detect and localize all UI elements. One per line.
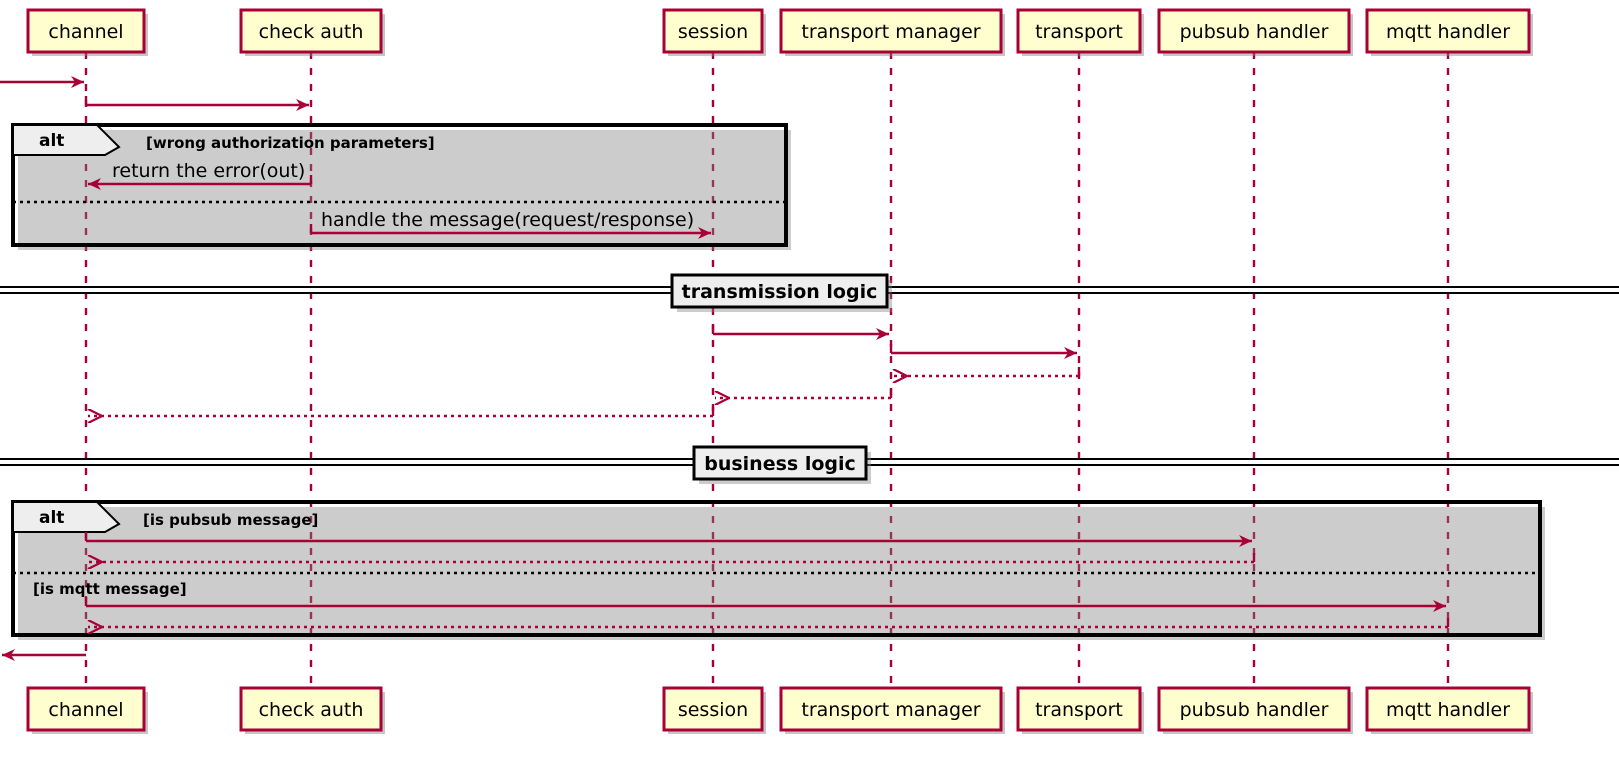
message-m7[interactable] [893, 367, 1081, 376]
participant-box[interactable] [26, 8, 146, 54]
divider-transmission-logic: transmission logic [0, 273, 1619, 312]
participant-label: pubsub handler [1180, 699, 1329, 721]
participant-box[interactable] [1365, 8, 1531, 54]
participant-box[interactable] [239, 8, 383, 54]
participant-bottom-pubsub-handler[interactable]: pubsub handler [1157, 686, 1353, 734]
message-m2[interactable] [84, 96, 309, 111]
participant-box[interactable] [662, 8, 764, 54]
fragment-border [11, 500, 1542, 637]
fragment-border [11, 123, 788, 247]
divider-business-logic: business logic [0, 445, 1619, 484]
fragment-alt-authorization: alt [wrong authorization parameters] [11, 123, 791, 250]
participant-box[interactable] [662, 686, 764, 732]
message-m10[interactable] [84, 532, 1252, 547]
participant-box[interactable] [26, 686, 146, 732]
fragment-shadow [18, 130, 791, 250]
divider-box [670, 273, 889, 309]
participant-label: session [678, 21, 748, 43]
participants-bottom-group: channel check auth session transport manage… [26, 686, 1533, 734]
participant-top-pubsub-handler[interactable]: pubsub handler [1157, 8, 1353, 56]
participant-label: transport manager [801, 21, 980, 43]
participant-label: transport [1035, 699, 1123, 721]
participant-label: session [678, 699, 748, 721]
message-m6[interactable] [889, 344, 1077, 359]
participant-label: channel [48, 21, 123, 43]
participant-top-mqtt-handler[interactable]: mqtt handler [1365, 8, 1533, 56]
participant-label: pubsub handler [1180, 21, 1329, 43]
message-m13[interactable] [88, 618, 1450, 627]
fragment-guard: [is pubsub message] [143, 511, 318, 529]
participant-bottom-check-auth[interactable]: check auth [239, 686, 385, 734]
participant-box[interactable] [779, 8, 1003, 54]
participant-top-session[interactable]: session [662, 8, 766, 56]
message-m12[interactable] [84, 597, 1446, 612]
message-m11[interactable] [88, 553, 1256, 562]
participant-box[interactable] [1157, 8, 1351, 54]
participant-label: transport manager [801, 699, 980, 721]
message-m5[interactable] [711, 325, 889, 340]
participant-box[interactable] [1157, 686, 1351, 732]
fragment-header [12, 501, 121, 533]
fragment-alt-message-type: alt [is pubsub message] [is mqtt message] [11, 500, 1545, 640]
lifelines-group [84, 52, 1450, 688]
participants-top-group: channel check auth session transport manage… [26, 8, 1533, 56]
message-m9[interactable] [88, 407, 715, 416]
fragment-keyword: alt [39, 508, 64, 528]
divider-label: business logic [704, 453, 856, 475]
divider-label: transmission logic [682, 281, 878, 303]
message-label: handle the message(request/response) [321, 209, 694, 231]
participant-label: check auth [259, 699, 364, 721]
participant-top-channel[interactable]: channel [26, 8, 148, 56]
participant-box[interactable] [779, 686, 1003, 732]
participant-bottom-session[interactable]: session [662, 686, 766, 734]
message-m8[interactable] [715, 389, 893, 398]
fragment-guard: [is mqtt message] [33, 580, 187, 598]
participant-bottom-transport[interactable]: transport [1016, 686, 1144, 734]
messages-group: return the error(out) handle the message(… [0, 76, 1450, 661]
divider-box [692, 445, 868, 481]
participant-bottom-mqtt-handler[interactable]: mqtt handler [1365, 686, 1533, 734]
participant-label: mqtt handler [1386, 699, 1510, 721]
participant-label: check auth [259, 21, 364, 43]
participant-label: mqtt handler [1386, 21, 1510, 43]
participant-box[interactable] [239, 686, 383, 732]
participant-box[interactable] [1016, 686, 1142, 732]
participant-label: channel [48, 699, 123, 721]
dividers-group: transmission logic business logic [0, 273, 1619, 484]
participant-box[interactable] [1365, 686, 1531, 732]
fragments-group: alt [wrong authorization parameters] alt [i… [11, 123, 1545, 640]
participant-top-check-auth[interactable]: check auth [239, 8, 385, 56]
participant-bottom-transport-manager[interactable]: transport manager [779, 686, 1005, 734]
fragment-keyword: alt [39, 131, 64, 151]
message-label: return the error(out) [112, 160, 305, 182]
message-m4[interactable]: handle the message(request/response) [309, 209, 711, 239]
participant-label: transport [1035, 21, 1123, 43]
participant-bottom-channel[interactable]: channel [26, 686, 148, 734]
message-m3[interactable]: return the error(out) [88, 160, 313, 190]
participant-top-transport[interactable]: transport [1016, 8, 1144, 56]
participant-box[interactable] [1016, 8, 1142, 54]
fragment-guard: [wrong authorization parameters] [146, 134, 435, 152]
fragment-header [12, 124, 121, 156]
participant-top-transport-manager[interactable]: transport manager [779, 8, 1005, 56]
